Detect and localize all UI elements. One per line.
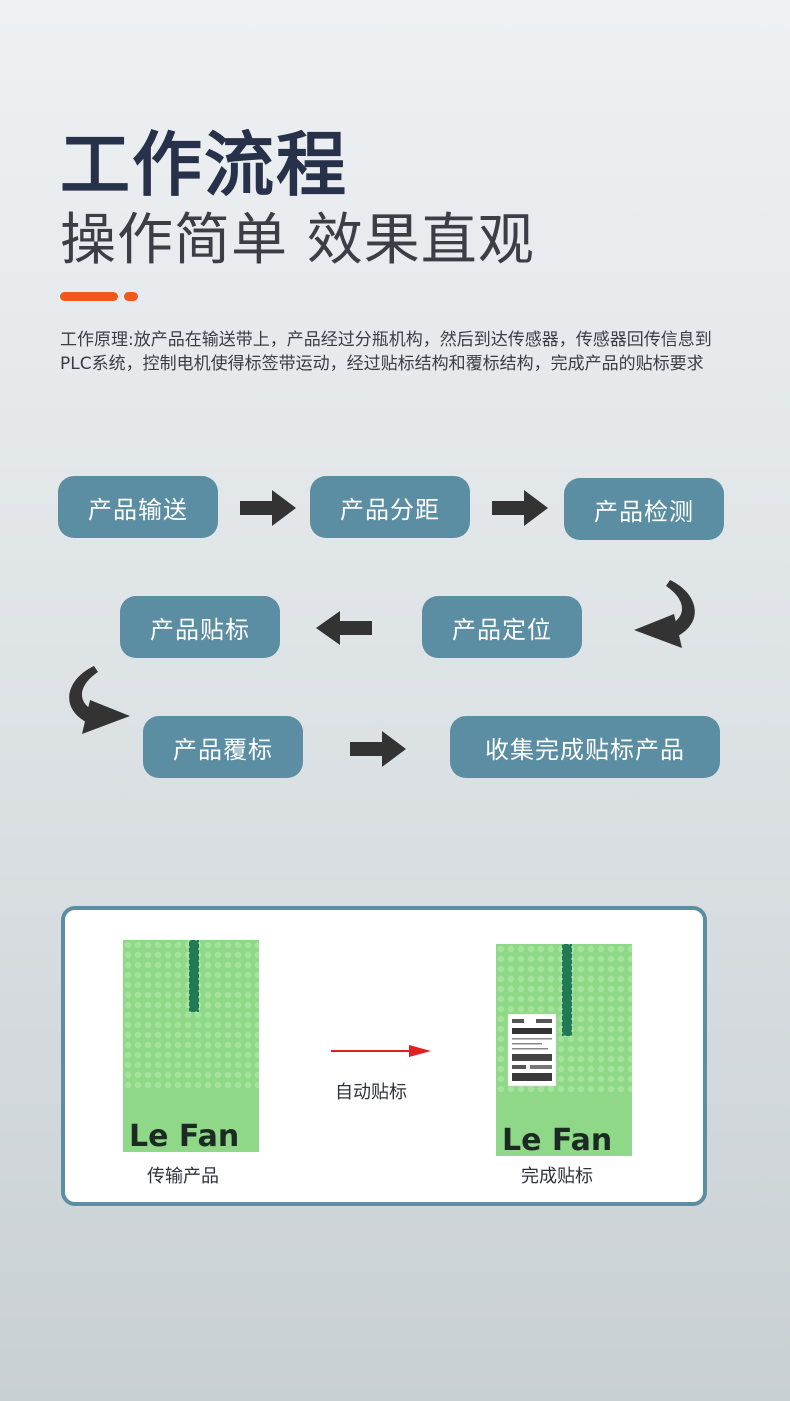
step-product-labeling: 产品贴标 xyxy=(120,596,280,658)
step-collect-labeled-products: 收集完成贴标产品 xyxy=(450,716,720,778)
accent-bar xyxy=(60,292,118,301)
bubble-mailer-labeled-image: Le Fan xyxy=(496,944,632,1156)
bubble-mailer-unlabeled-image: Le Fan xyxy=(123,940,259,1152)
comparison-panel: Le Fan 自动贴标 Le Fan xyxy=(61,906,707,1206)
step-product-covering: 产品覆标 xyxy=(143,716,303,778)
bag-brand-text-before: Le Fan xyxy=(129,1119,239,1152)
page-title: 工作流程 xyxy=(60,124,348,206)
red-arrow-right-icon xyxy=(331,1045,431,1057)
step-product-spacing: 产品分距 xyxy=(310,476,470,538)
arrow-right-icon xyxy=(350,731,406,767)
bag-brand-text-after: Le Fan xyxy=(502,1123,612,1156)
shipping-label-image xyxy=(507,1013,557,1087)
after-label: 完成贴标 xyxy=(521,1166,593,1187)
step-product-positioning: 产品定位 xyxy=(422,596,582,658)
page-subtitle: 操作简单 效果直观 xyxy=(60,208,535,273)
arrow-left-icon xyxy=(316,611,372,645)
arrow-right-icon xyxy=(492,490,548,526)
before-label: 传输产品 xyxy=(147,1166,219,1187)
step-product-detection: 产品检测 xyxy=(564,478,724,540)
curved-arrow-down-right-icon xyxy=(69,666,130,734)
action-label: 自动贴标 xyxy=(335,1082,407,1103)
step-product-conveying: 产品输送 xyxy=(58,476,218,538)
description-text: 工作原理:放产品在输送带上，产品经过分瓶机构，然后到达传感器，传感器回传信息到P… xyxy=(60,330,712,374)
arrow-right-icon xyxy=(240,490,296,526)
curved-arrow-down-left-icon xyxy=(634,580,695,648)
accent-dot xyxy=(124,292,138,301)
